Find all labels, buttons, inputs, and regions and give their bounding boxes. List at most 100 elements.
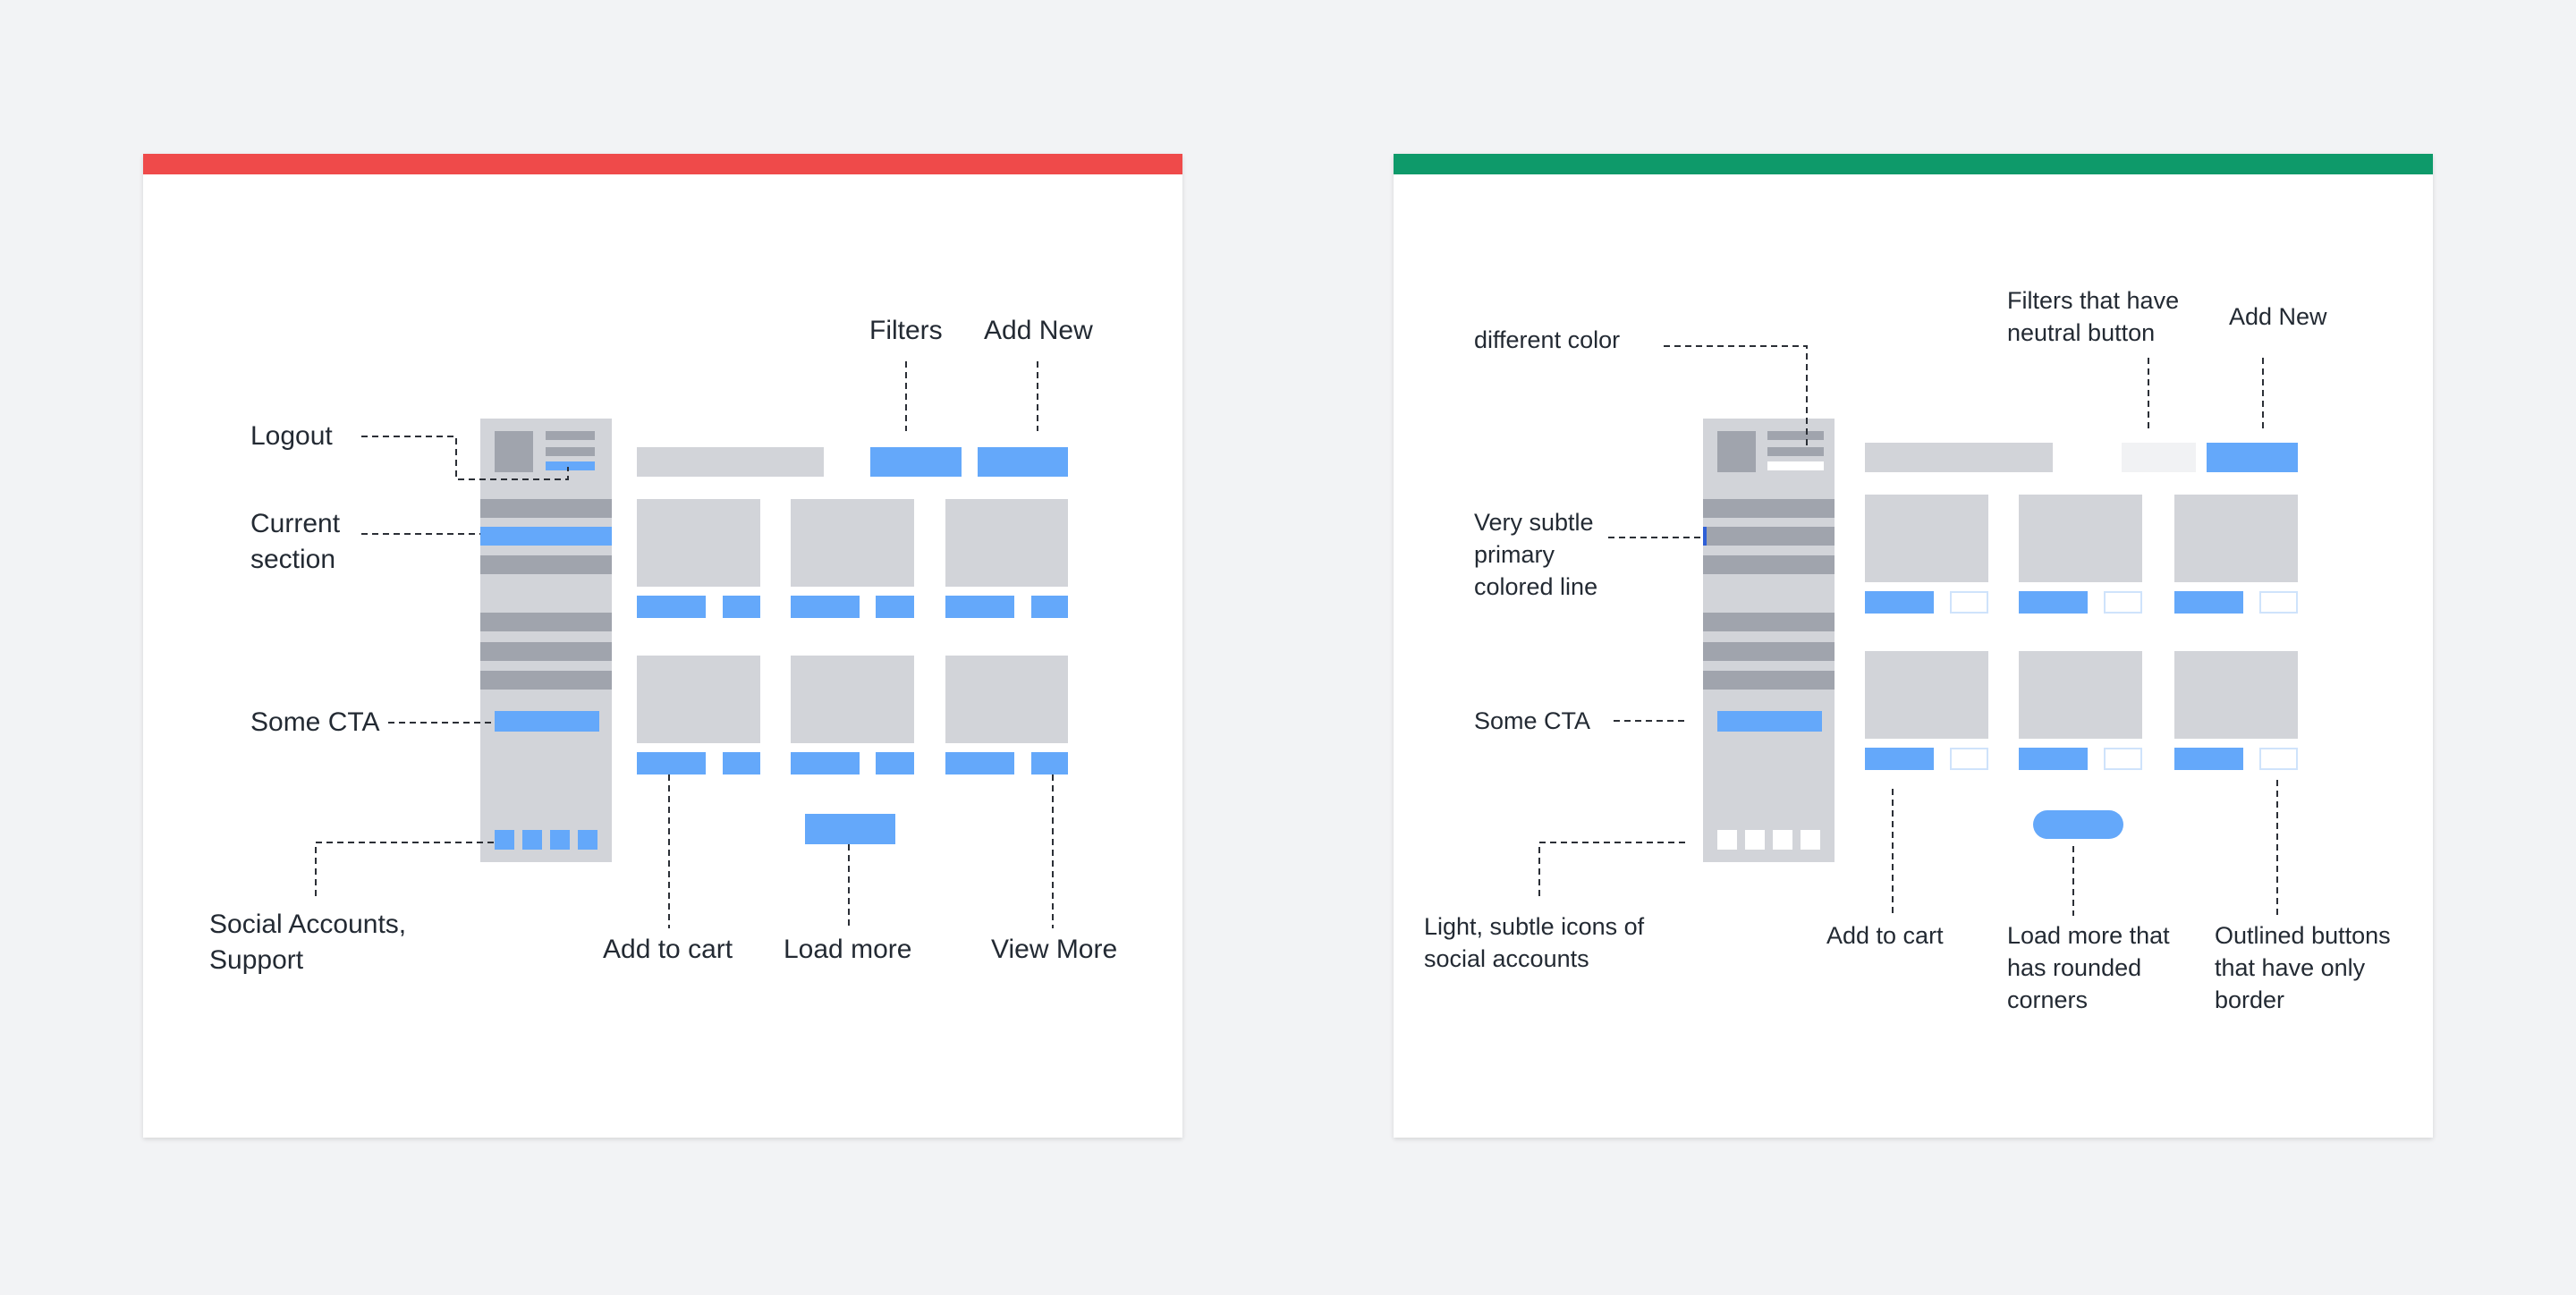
label-social-icons: Light, subtle icons of: [1424, 913, 1645, 940]
sidebar-cta-mock: [495, 711, 599, 732]
label-current-section: section: [250, 545, 336, 574]
sidebar-item: [1703, 642, 1835, 661]
search-bar-mock: [637, 447, 824, 477]
outlined-mock-button: [2104, 591, 2142, 614]
label-current-section: Current: [250, 509, 341, 538]
add-to-cart-mock-button: [945, 596, 1014, 618]
label-different-color: different color: [1474, 326, 1621, 353]
label-load-more-rounded: Load more that: [2007, 922, 2170, 949]
sidebar-user-line: [546, 431, 595, 440]
add-to-cart-mock-button: [1865, 591, 1934, 614]
label-view-more: View More: [991, 935, 1118, 964]
label-social-accounts: Support: [209, 945, 304, 975]
label-add-new: Add New: [2229, 303, 2327, 330]
outlined-mock-button: [1950, 591, 1988, 614]
sidebar-item: [480, 642, 612, 661]
sidebar-user-line: [546, 447, 595, 456]
add-to-cart-mock-button: [637, 752, 706, 774]
add-to-cart-mock-button: [2174, 748, 2243, 770]
logout-mock-button: [546, 461, 595, 470]
sidebar-item: [1703, 555, 1835, 574]
sidebar-item: [1703, 499, 1835, 518]
social-icon-mock: [1717, 830, 1737, 850]
label-subtle-line: colored line: [1474, 573, 1598, 600]
sidebar-item: [1703, 671, 1835, 690]
label-filters-neutral: Filters that have: [2007, 287, 2180, 314]
social-icon-mock: [522, 830, 542, 850]
label-outlined-buttons: that have only: [2215, 954, 2366, 981]
leader-lines: [1538, 345, 2278, 916]
view-more-mock-button: [876, 596, 914, 618]
sidebar-mock: [480, 419, 612, 862]
sidebar-item: [480, 499, 612, 518]
product-card-mock: [945, 656, 1068, 743]
label-add-to-cart: Add to cart: [1826, 922, 1944, 949]
view-more-mock-button: [1031, 596, 1068, 618]
product-card-mock: [945, 499, 1068, 587]
logout-mock-button: [1767, 461, 1824, 470]
label-some-cta: Some CTA: [250, 707, 380, 737]
social-icon-mock: [578, 830, 597, 850]
label-social-accounts: Social Accounts,: [209, 910, 407, 939]
label-some-cta: Some CTA: [1474, 707, 1591, 734]
sidebar-item: [480, 613, 612, 631]
product-card-mock: [637, 656, 760, 743]
add-to-cart-mock-button: [2174, 591, 2243, 614]
label-load-more-rounded: has rounded: [2007, 954, 2142, 981]
label-subtle-line: Very subtle: [1474, 509, 1594, 536]
product-card-mock: [2019, 651, 2142, 739]
sidebar-avatar: [495, 431, 533, 472]
label-filters-neutral: neutral button: [2007, 319, 2156, 346]
sidebar-user-line: [1767, 431, 1824, 440]
social-icon-mock: [1773, 830, 1792, 850]
add-to-cart-mock-button: [2019, 748, 2088, 770]
add-new-mock-button: [2207, 443, 2298, 472]
social-icon-mock: [550, 830, 570, 850]
load-more-mock-button: [2033, 810, 2123, 839]
label-outlined-buttons: Outlined buttons: [2215, 922, 2391, 949]
label-filters: Filters: [869, 316, 943, 345]
outlined-mock-button: [2259, 591, 2298, 614]
product-card-mock: [1865, 651, 1988, 739]
product-card-mock: [2174, 651, 2298, 739]
label-subtle-line: primary: [1474, 541, 1555, 568]
product-card-mock: [1865, 495, 1988, 582]
outlined-mock-button: [1950, 748, 1988, 770]
add-to-cart-mock-button: [945, 752, 1014, 774]
product-card-mock: [791, 656, 914, 743]
add-to-cart-mock-button: [2019, 591, 2088, 614]
product-card-mock: [791, 499, 914, 587]
view-more-mock-button: [723, 752, 760, 774]
sidebar-item: [1703, 613, 1835, 631]
bad-example-red-bar: [143, 154, 1182, 174]
label-logout: Logout: [250, 421, 333, 451]
label-social-icons: social accounts: [1424, 945, 1589, 972]
search-bar-mock: [1865, 443, 2053, 472]
add-to-cart-mock-button: [791, 596, 860, 618]
leader-lines: [315, 361, 1054, 928]
sidebar-item: [480, 555, 612, 574]
subtle-primary-line: [1703, 527, 1707, 546]
label-load-more-rounded: corners: [2007, 986, 2089, 1013]
load-more-mock-button: [805, 814, 895, 844]
add-new-mock-button: [978, 447, 1068, 477]
label-add-new: Add New: [984, 316, 1093, 345]
view-more-mock-button: [723, 596, 760, 618]
social-icon-mock: [1801, 830, 1820, 850]
good-example-green-bar: [1394, 154, 2433, 174]
outlined-mock-button: [2259, 748, 2298, 770]
product-card-mock: [637, 499, 760, 587]
bad-example-panel: Filters Add New Logout Current section S…: [143, 154, 1182, 1138]
social-icon-mock: [1745, 830, 1765, 850]
sidebar-current-section: [1703, 527, 1835, 546]
sidebar-item: [480, 671, 612, 690]
filters-mock-button: [2122, 443, 2196, 472]
sidebar-cta-mock: [1717, 711, 1822, 732]
filters-mock-button: [870, 447, 962, 477]
sidebar-avatar: [1717, 431, 1756, 472]
view-more-mock-button: [1031, 752, 1068, 774]
add-to-cart-mock-button: [791, 752, 860, 774]
label-add-to-cart: Add to cart: [603, 935, 733, 964]
sidebar-current-section: [480, 527, 612, 546]
sidebar-mock: [1703, 419, 1835, 862]
